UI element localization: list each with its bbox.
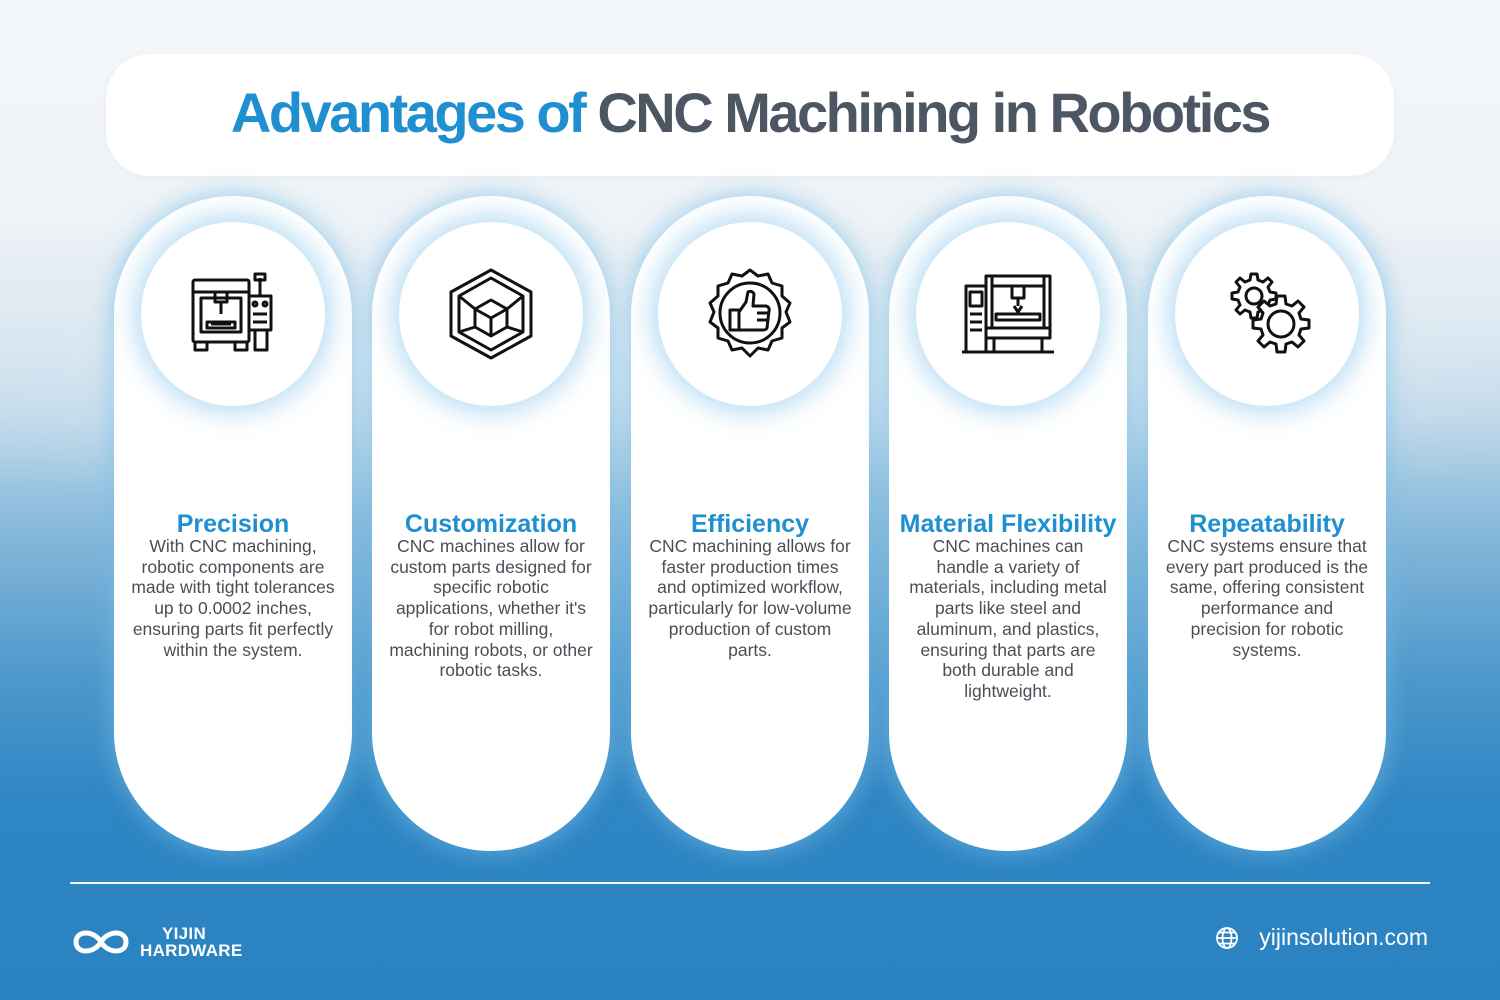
icon-circle	[1175, 222, 1359, 406]
title-rest: CNC Machining in Robotics	[597, 80, 1271, 144]
icon-circle	[141, 222, 325, 406]
title-highlight: Advantages of	[230, 80, 587, 144]
card-description: CNC systems ensure that every part produ…	[1165, 536, 1369, 660]
card-title: Repeatability	[1189, 509, 1345, 538]
cube-in-hexagon-icon	[449, 268, 533, 360]
card-description: With CNC machining, robotic components a…	[131, 536, 335, 660]
thumbs-up-badge-icon	[708, 268, 792, 358]
page-title: Advantages of CNC Machining in Robotics	[230, 80, 1272, 145]
title-banner: Advantages of CNC Machining in Robotics	[106, 54, 1394, 176]
website-url[interactable]: yijinsolution.com	[1259, 924, 1428, 950]
brand-logo: YIJIN HARDWARE	[70, 922, 243, 962]
advantage-card-repeatability: Repeatability CNC systems ensure that ev…	[1148, 196, 1386, 851]
card-title: Efficiency	[690, 509, 810, 538]
advantage-card-customization: Customization CNC machines allow for cus…	[372, 196, 610, 851]
card-description: CNC machines can handle a variety of mat…	[909, 536, 1107, 701]
card-title: Precision	[176, 509, 290, 538]
card-description: CNC machining allows for faster producti…	[648, 536, 852, 660]
website-link[interactable]: yijinsolution.com	[1215, 924, 1428, 951]
card-description: CNC machines allow for custom parts desi…	[389, 536, 593, 681]
industrial-machine-icon	[962, 274, 1054, 354]
icon-circle	[658, 222, 842, 406]
brand-name: YIJIN HARDWARE	[140, 925, 243, 959]
icon-circle	[399, 222, 583, 406]
card-title: Material Flexibility	[899, 509, 1117, 538]
footer-divider	[70, 882, 1430, 884]
cnc-machine-icon	[191, 272, 273, 352]
icon-circle	[916, 222, 1100, 406]
brand-line-2: HARDWARE	[140, 941, 243, 960]
gears-icon	[1230, 272, 1311, 354]
card-title: Customization	[404, 509, 578, 538]
advantage-card-precision: Precision With CNC machining, robotic co…	[114, 196, 352, 851]
infinity-logo-icon	[73, 930, 129, 954]
brand-line-1: YIJIN	[162, 924, 207, 943]
globe-icon	[1216, 926, 1239, 949]
advantage-card-efficiency: Efficiency CNC machining allows for fast…	[631, 196, 869, 851]
advantage-card-material-flexibility: Material Flexibility CNC machines can ha…	[889, 196, 1127, 851]
